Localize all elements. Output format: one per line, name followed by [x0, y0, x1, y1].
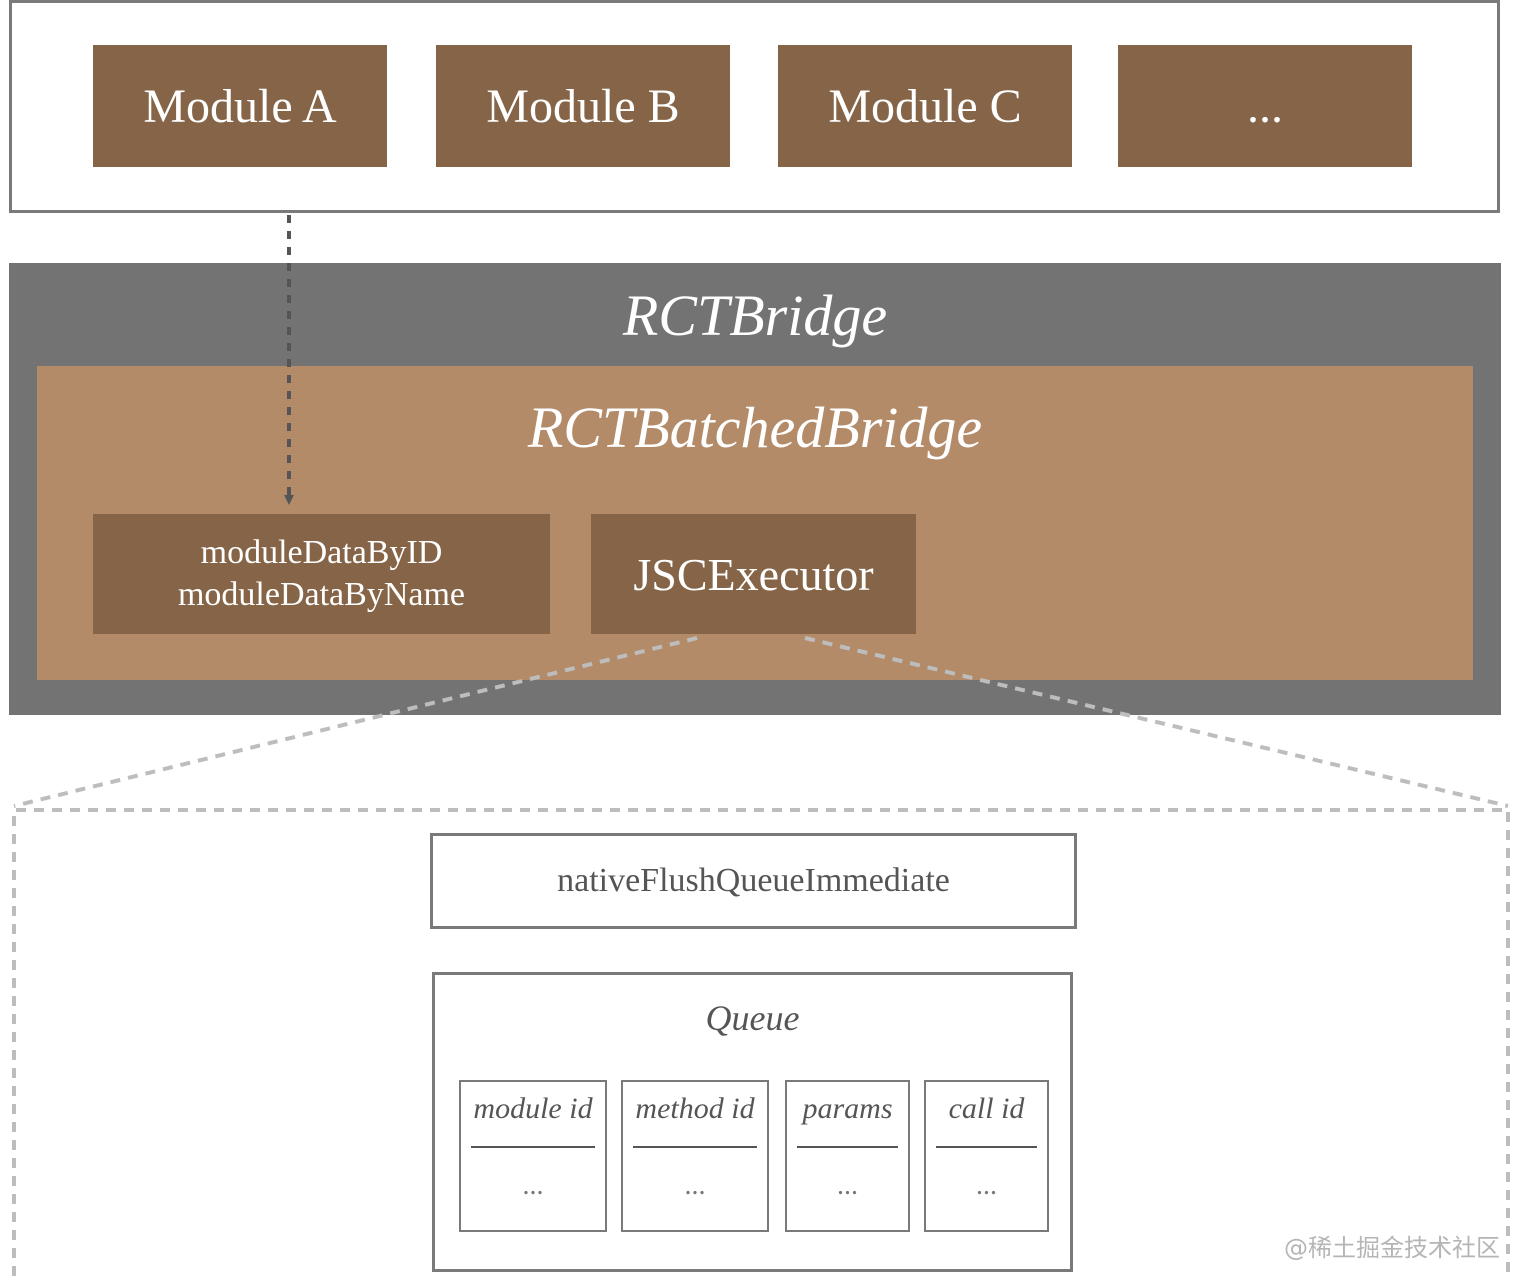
queue-column-method-id: method id ... — [621, 1080, 769, 1232]
jsc-executor-box: JSCExecutor — [591, 514, 916, 634]
module-b-box: Module B — [436, 45, 730, 167]
module-data-by-id-label: moduleDataByID — [200, 534, 443, 571]
queue-column-params: params ... — [785, 1080, 910, 1232]
queue-column-value: ... — [837, 1170, 858, 1201]
native-flush-queue-label: nativeFlushQueueImmediate — [557, 862, 950, 899]
queue-column-divider — [633, 1146, 757, 1148]
queue-column-header: call id — [948, 1092, 1025, 1125]
queue-column-header: method id — [635, 1092, 755, 1125]
module-more-label: ... — [1247, 79, 1283, 133]
queue-column-value: ... — [976, 1170, 997, 1201]
batched-bridge-title: RCTBatchedBridge — [527, 395, 983, 460]
watermark: @稀土掘金技术社区 — [1284, 1234, 1500, 1262]
module-data-box: moduleDataByID moduleDataByName — [93, 514, 550, 634]
module-more-box: ... — [1118, 45, 1412, 167]
queue-title: Queue — [705, 998, 800, 1038]
queue-column-divider — [936, 1146, 1037, 1148]
module-c-label: Module C — [828, 79, 1022, 133]
module-c-box: Module C — [778, 45, 1072, 167]
module-a-box: Module A — [93, 45, 387, 167]
module-a-label: Module A — [143, 79, 337, 133]
queue-column-value: ... — [684, 1170, 706, 1201]
queue-column-value: ... — [522, 1170, 544, 1201]
module-data-by-name-label: moduleDataByName — [177, 576, 466, 613]
queue-column-header: params — [802, 1092, 893, 1125]
module-b-label: Module B — [486, 79, 680, 133]
queue-column-module-id: module id ... — [459, 1080, 607, 1232]
queue-column-divider — [471, 1146, 595, 1148]
native-flush-queue-box: nativeFlushQueueImmediate — [430, 833, 1077, 929]
queue-column-divider — [797, 1146, 898, 1148]
rct-bridge-title: RCTBridge — [622, 282, 888, 348]
jsc-executor-label: JSCExecutor — [633, 548, 874, 600]
queue-column-call-id: call id ... — [924, 1080, 1049, 1232]
queue-column-header: module id — [473, 1092, 593, 1125]
